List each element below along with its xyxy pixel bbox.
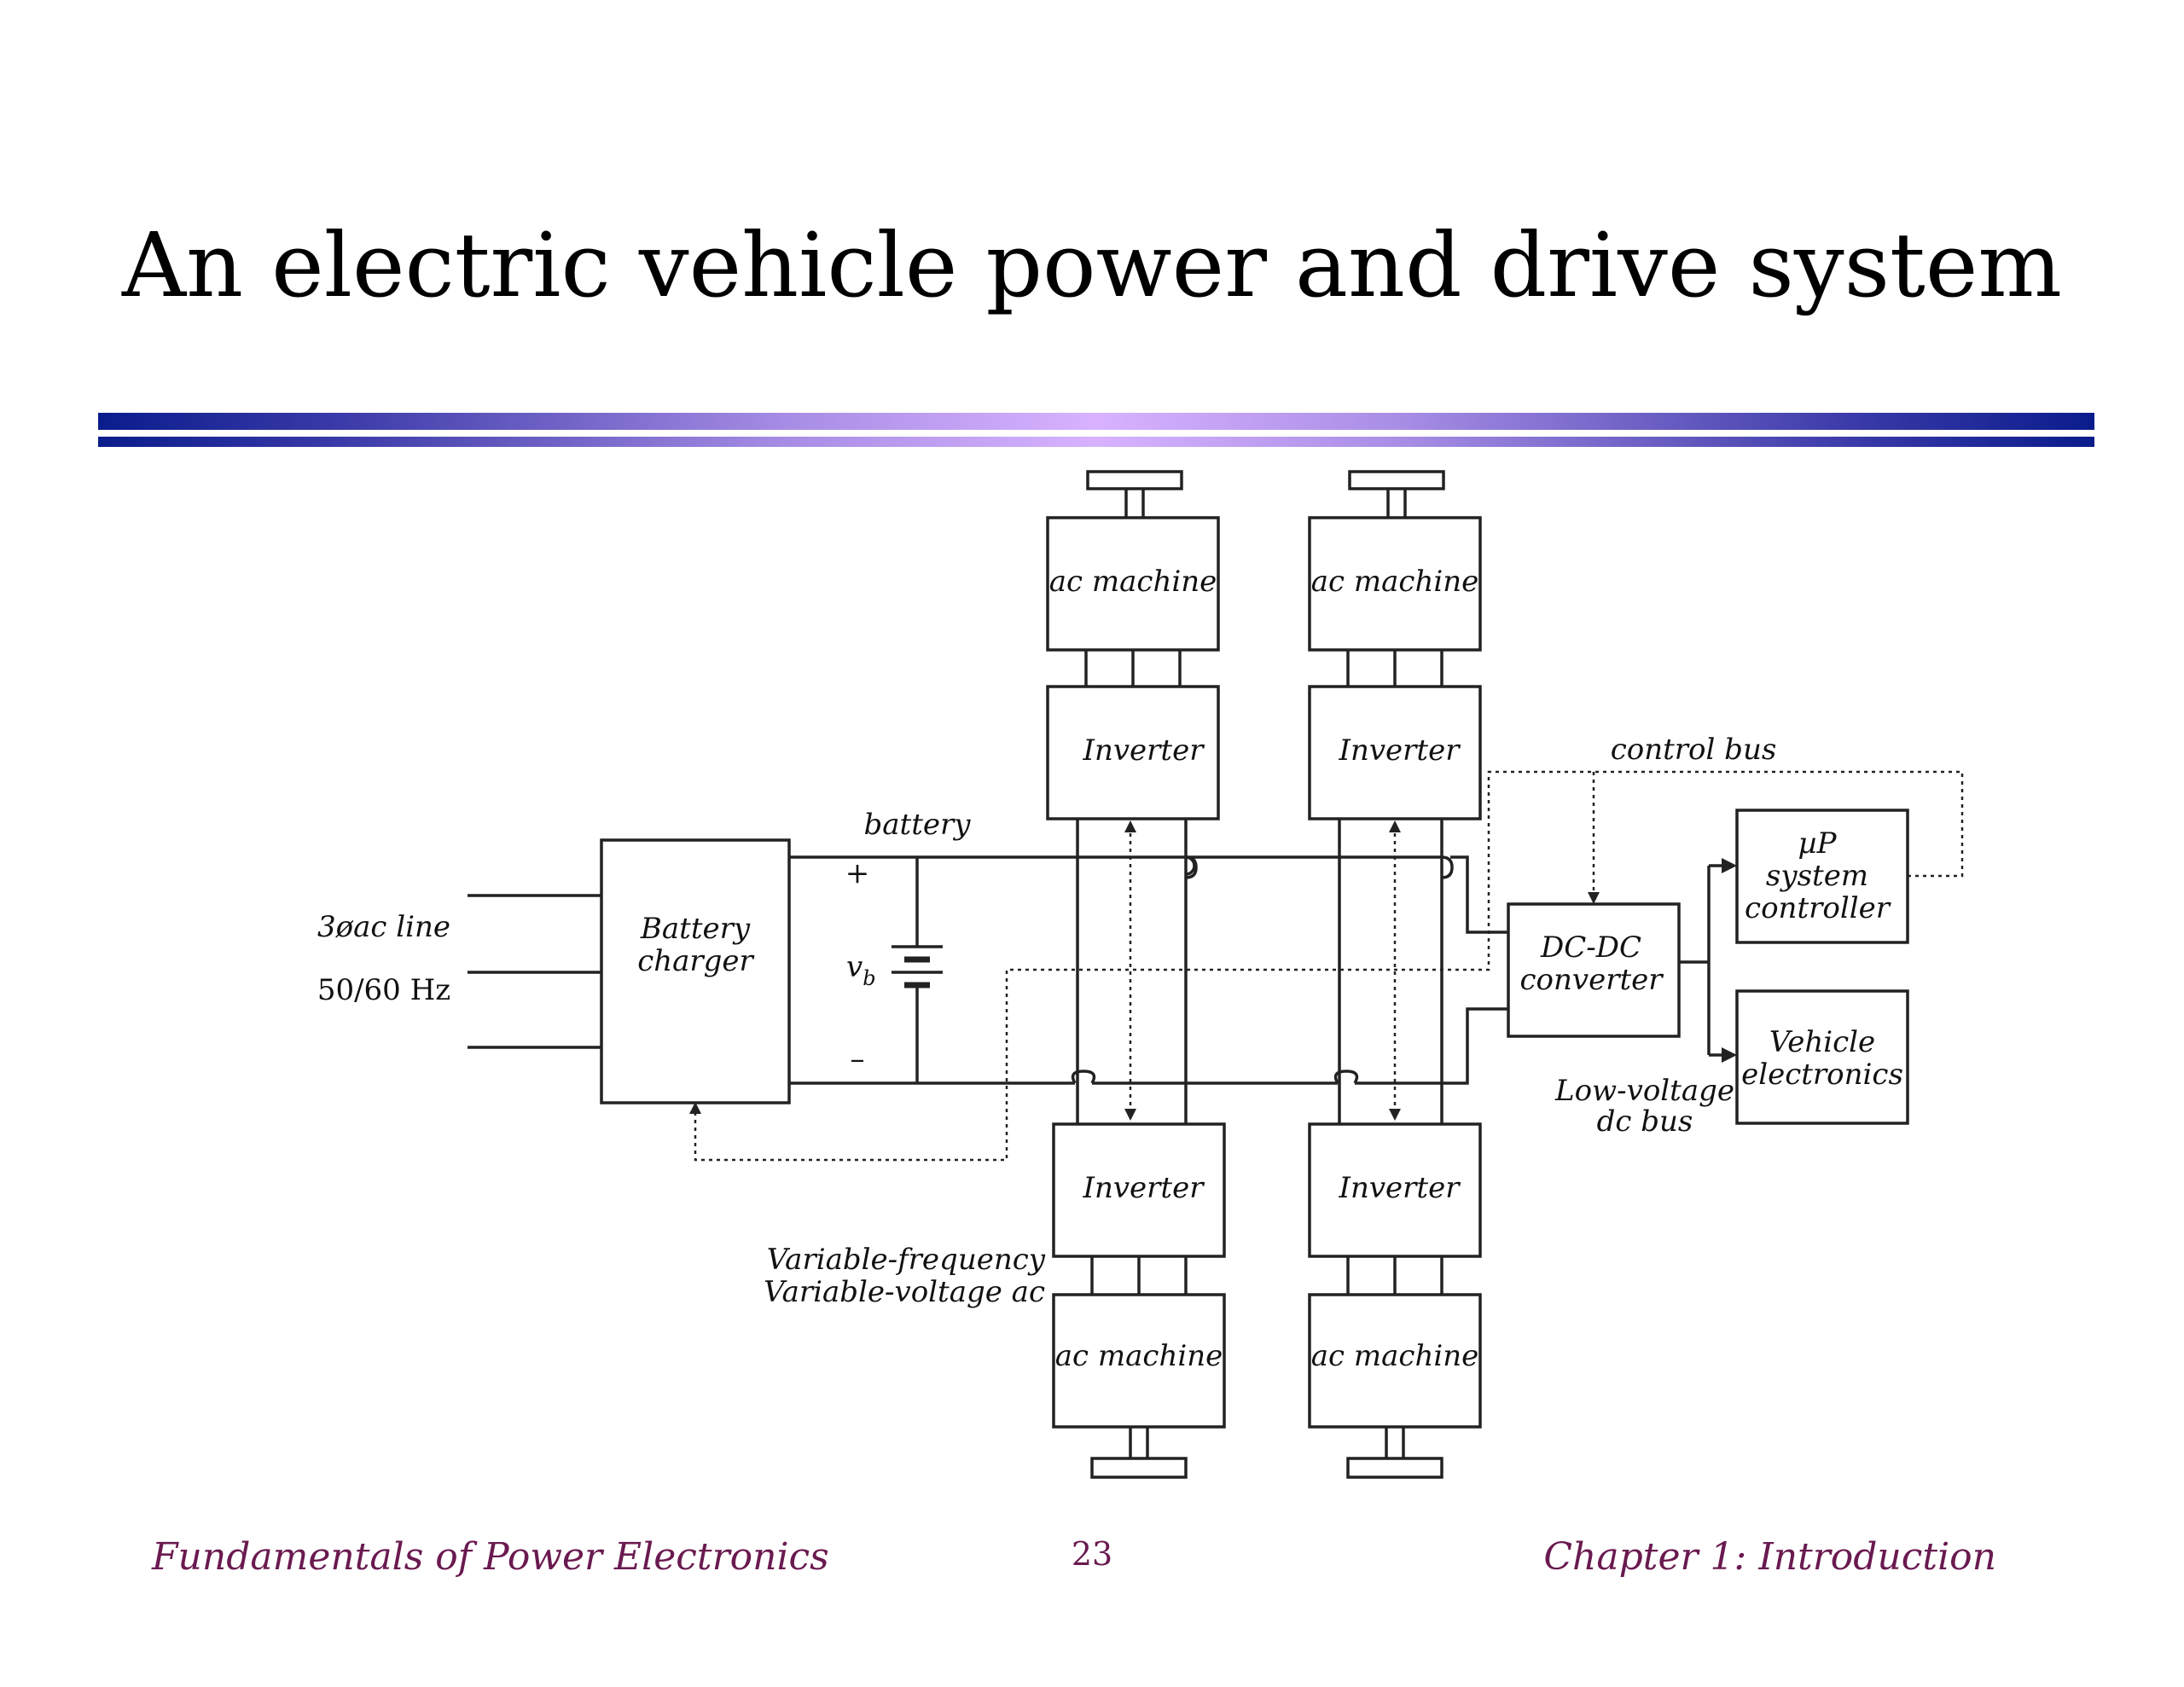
shaft-bottom-left — [1090, 1427, 1188, 1479]
ac-line-input-wires — [468, 894, 601, 1049]
battery-label: battery — [864, 808, 972, 842]
battery-plus-label: + — [845, 856, 870, 890]
low-voltage-dc-bus — [1679, 864, 1723, 1057]
phase-wires-top-left — [1084, 650, 1182, 687]
ac-line-label: 3øac line — [317, 910, 450, 944]
control-bus-arrows — [689, 820, 1600, 1121]
inverter-top-left-label: Inverter — [1083, 733, 1205, 768]
inverter-bottom-left-label: Inverter — [1083, 1171, 1205, 1205]
inverter-top-right — [1308, 685, 1482, 820]
dc-bus-positive — [789, 855, 1508, 934]
battery-minus-label: – — [851, 1042, 865, 1076]
shaft-top-left — [1086, 470, 1183, 518]
controller-label-1: µP — [1798, 826, 1838, 861]
ac-machine-bottom-right-label: ac machine — [1311, 1339, 1478, 1373]
shaft-bottom-right — [1346, 1427, 1443, 1479]
slide-title: An electric vehicle power and drive syst… — [122, 213, 2062, 317]
page-number: 23 — [1071, 1535, 1113, 1573]
battery-charger-label-1: Battery — [640, 912, 751, 946]
arrow-to-controller — [1722, 858, 1737, 873]
shaft-top-right — [1348, 470, 1445, 518]
dc-dc-label-1: DC-DC — [1540, 930, 1641, 965]
ac-machine-bottom-left — [1052, 1293, 1226, 1429]
ac-machine-top-right-label: ac machine — [1311, 565, 1478, 599]
inverter-top-right-label: Inverter — [1339, 733, 1461, 768]
title-divider-bottom — [98, 437, 2094, 447]
phase-wires-bottom-right — [1346, 1256, 1443, 1295]
phase-wires-bottom-left — [1090, 1256, 1188, 1295]
dc-bus-positive-hops — [1185, 855, 1454, 879]
battery-voltage-label: vb — [846, 950, 876, 990]
battery-charger-label-2: charger — [637, 944, 754, 978]
low-voltage-bus-label-2: dc bus — [1597, 1104, 1693, 1139]
inverter-bottom-right-label: Inverter — [1339, 1171, 1461, 1205]
footer-book-title: Fundamentals of Power Electronics — [152, 1535, 829, 1579]
title-divider-top — [98, 413, 2094, 430]
vehicle-electronics-label-1: Vehicle — [1769, 1025, 1875, 1059]
phase-wires-top-right — [1346, 650, 1443, 687]
dc-bus-negative-hops — [1071, 1070, 1359, 1084]
dc-dc-label-2: converter — [1519, 963, 1664, 997]
low-voltage-bus-label-1: Low-voltage — [1554, 1074, 1734, 1108]
inverter-dc-links — [1076, 819, 1443, 1124]
footer-chapter: Chapter 1: Introduction — [1543, 1535, 1996, 1579]
ac-machine-bottom-left-label: ac machine — [1055, 1339, 1223, 1373]
frequency-label: 50/60 Hz — [317, 973, 450, 1007]
battery-symbol — [892, 857, 943, 1083]
controller-label-3: controller — [1745, 891, 1891, 925]
ac-machine-top-left-label: ac machine — [1049, 565, 1217, 599]
arrow-to-vehicle-electronics — [1722, 1047, 1737, 1063]
control-bus — [694, 770, 1964, 1162]
inverter-top-left — [1046, 685, 1220, 820]
control-bus-label: control bus — [1611, 733, 1777, 767]
variable-frequency-label-1: Variable-frequency — [767, 1243, 1046, 1277]
controller-label-2: system — [1766, 859, 1868, 893]
vehicle-electronics — [1735, 989, 1909, 1125]
ac-machine-bottom-right — [1308, 1293, 1482, 1429]
variable-frequency-label-2: Variable-voltage ac — [764, 1275, 1045, 1309]
dc-bus-negative — [789, 1007, 1508, 1085]
vehicle-electronics-label-2: electronics — [1741, 1058, 1903, 1092]
